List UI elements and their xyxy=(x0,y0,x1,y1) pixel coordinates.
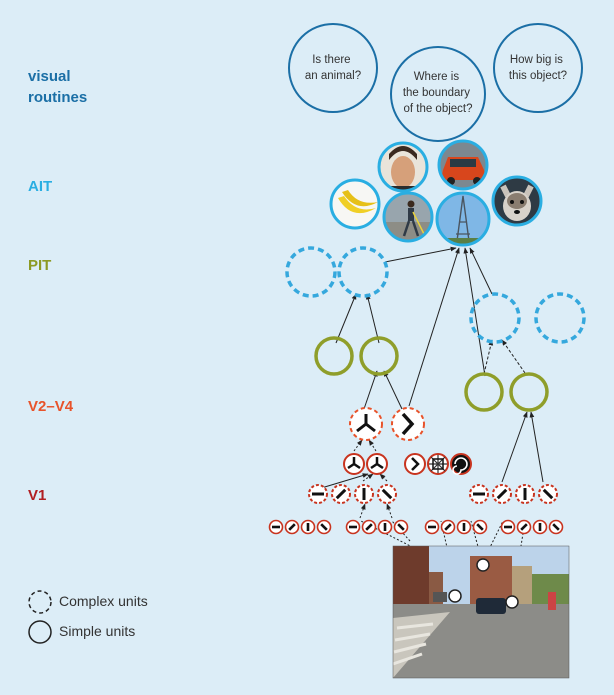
v1-complex-unit-1 xyxy=(308,484,328,504)
eiffel-tower-photo xyxy=(435,191,491,247)
v1-simple-group-4 xyxy=(500,519,564,535)
v1-complex-unit-8 xyxy=(538,484,558,504)
legend-complex-symbol xyxy=(28,590,52,614)
question-size-text: How big is this object? xyxy=(509,54,567,82)
question-bubble-size: How big is this object? xyxy=(493,23,583,113)
question-boundary-line-1: Where is xyxy=(414,71,460,83)
level-label-visual-routines: visual routines xyxy=(28,68,88,106)
question-animal-text: Is there an animal? xyxy=(305,54,361,82)
street-scene-photo xyxy=(392,545,570,679)
legend-complex-label: Complex units xyxy=(59,593,148,609)
question-size-line-2: this object? xyxy=(509,70,567,82)
face-photo xyxy=(377,141,429,193)
junction-unit-b xyxy=(366,453,388,475)
v1-simple-group-1 xyxy=(268,519,332,535)
legend-simple-label: Simple units xyxy=(59,623,136,639)
banana-photo xyxy=(329,178,381,230)
question-bubble-boundary: Where is the boundary of the object? xyxy=(390,46,486,142)
angle-unit xyxy=(404,453,426,475)
v1-complex-unit-5 xyxy=(469,484,489,504)
v2-v4-simple-units xyxy=(314,336,549,412)
level-label-ait: AIT xyxy=(28,178,53,195)
v1-simple-group-2 xyxy=(345,519,409,535)
legend xyxy=(28,590,52,644)
legend-simple-symbol xyxy=(28,620,52,644)
star-pattern-unit xyxy=(427,453,449,475)
level-label-v2-v4: V2–V4 xyxy=(28,398,74,415)
car-photo xyxy=(437,139,489,191)
question-animal-line-1: Is there xyxy=(312,54,350,66)
dog-photo xyxy=(491,175,543,227)
v1-simple-group-3 xyxy=(424,519,488,535)
spiral-pattern-unit xyxy=(450,453,472,475)
level-label-v1: V1 xyxy=(28,487,47,504)
question-bubble-animal: Is there an animal? xyxy=(288,23,378,113)
v1-complex-unit-2 xyxy=(331,484,351,504)
v1-complex-unit-6 xyxy=(492,484,512,504)
question-boundary-line-3: of the object? xyxy=(403,103,472,115)
v1-complex-unit-4 xyxy=(377,484,397,504)
question-boundary-line-2: the boundary xyxy=(403,87,470,99)
question-size-line-1: How big is xyxy=(510,54,563,66)
person-walking-photo xyxy=(382,191,434,243)
junction-unit-a xyxy=(343,453,365,475)
pit-complex-units xyxy=(285,246,586,344)
v2-v4-angle-unit xyxy=(391,407,425,441)
question-animal-line-2: an animal? xyxy=(305,70,361,82)
v1-complex-unit-3 xyxy=(354,484,374,504)
v1-complex-unit-7 xyxy=(515,484,535,504)
question-boundary-text: Where is the boundary of the object? xyxy=(403,71,473,115)
level-label-pit: PIT xyxy=(28,257,52,274)
v2-v4-junction-unit xyxy=(349,407,383,441)
